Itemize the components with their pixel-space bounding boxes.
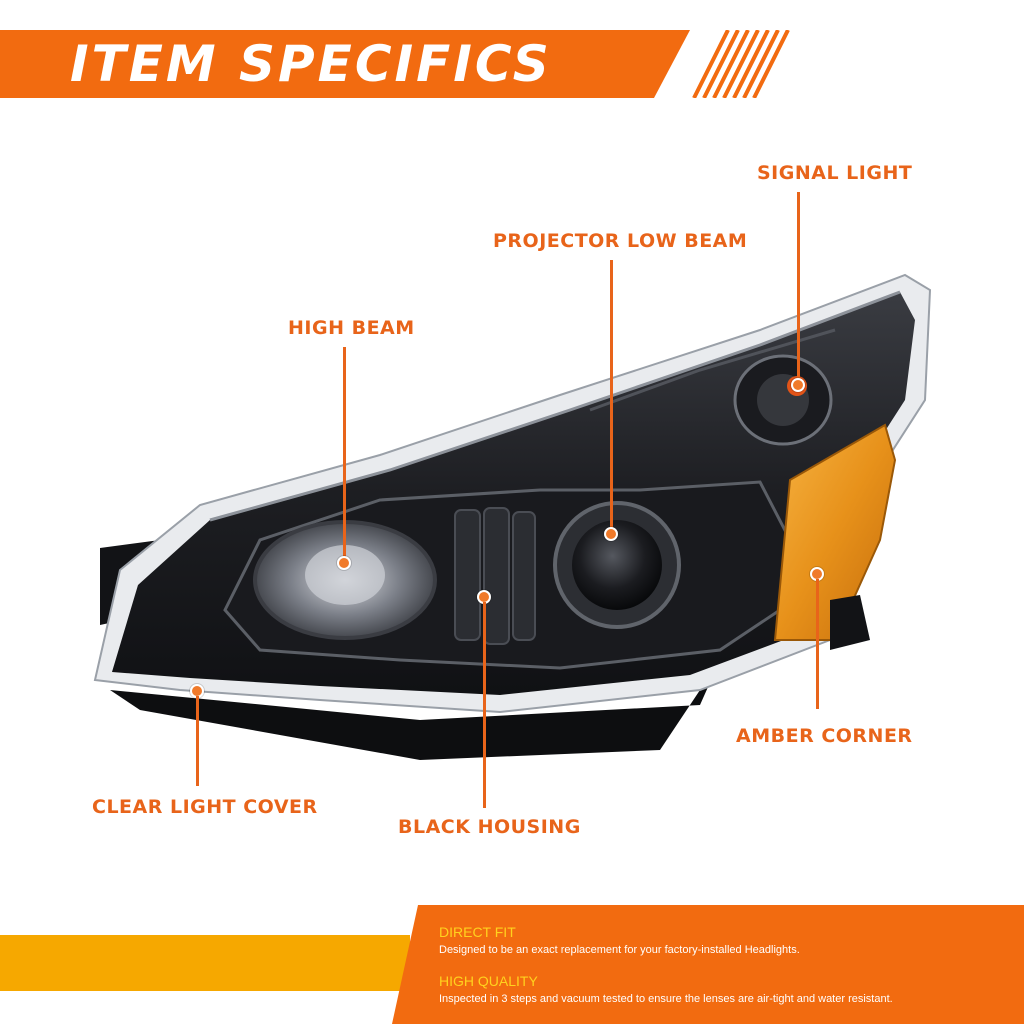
callout-amber-corner: AMBER CORNER [736,725,913,747]
feature-title: DIRECT FIT [439,924,516,940]
high-beam-leader-line [343,347,346,560]
callout-high-beam: HIGH BEAM [288,317,415,339]
feature-description: Designed to be an exact replacement for … [439,944,800,956]
feature-description: Inspected in 3 steps and vacuum tested t… [439,993,893,1005]
callout-projector-low-beam: PROJECTOR LOW BEAM [493,230,748,252]
projector-low-beam-leader-line [610,260,613,530]
banner-shape [0,30,690,98]
accent-bar [0,935,410,991]
feature-high-quality: HIGH QUALITY Inspected in 3 steps and va… [439,972,893,1006]
feature-title: HIGH QUALITY [439,973,538,989]
callout-signal-light: SIGNAL LIGHT [757,162,913,184]
high-beam-marker [337,556,351,570]
page-title: ITEM SPECIFICS [70,35,552,93]
clear-light-cover-leader-line [196,696,199,786]
callout-clear-light-cover: CLEAR LIGHT COVER [92,796,318,818]
features-panel: DIRECT FIT Designed to be an exact repla… [392,905,1024,1024]
feature-direct-fit: DIRECT FIT Designed to be an exact repla… [439,923,800,957]
signal-light-leader-line [797,192,800,382]
title-banner: ITEM SPECIFICS [0,30,690,98]
black-housing-leader-line [483,602,486,808]
signal-light-marker [791,378,805,392]
projector-low-beam-marker [604,527,618,541]
amber-corner-leader-line [816,579,819,709]
banner-stripes [692,30,790,98]
callout-black-housing: BLACK HOUSING [398,816,581,838]
headlight-product-image [93,273,932,760]
